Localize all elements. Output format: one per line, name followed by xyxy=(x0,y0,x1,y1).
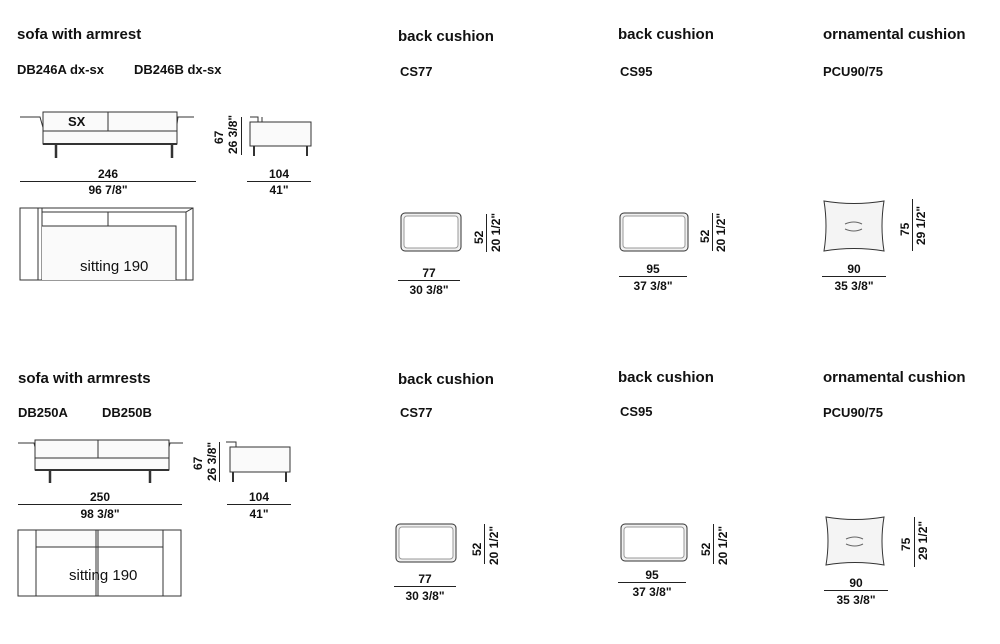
cushion4-w-cm: 77 xyxy=(418,572,432,586)
cushion3-drawing xyxy=(823,200,885,252)
cushion1-title: back cushion xyxy=(398,28,494,45)
cushion1-h-cm: 52 xyxy=(472,230,486,244)
cushion5-code: CS95 xyxy=(620,404,653,419)
sofa2-sitting-label: sitting 190 xyxy=(69,567,138,584)
cushion2-code: CS95 xyxy=(620,64,653,79)
cushion2-h-in: 20 1/2" xyxy=(714,212,728,252)
cushion4-drawing xyxy=(395,523,457,563)
cushion2-title: back cushion xyxy=(618,26,714,43)
sofa-depth-cm: 104 xyxy=(268,167,290,181)
sofa-width-cm: 246 xyxy=(97,167,119,181)
cushion1-h-in: 20 1/2" xyxy=(489,212,503,252)
cushion3-w-in: 35 3/8" xyxy=(834,279,874,293)
sofa-front-drawing xyxy=(20,111,194,158)
cushion5-h-cm: 52 xyxy=(699,542,713,556)
cushion6-title: ornamental cushion xyxy=(823,369,966,386)
sofa-side-drawing xyxy=(249,116,312,156)
sofa-height-cm: 67 xyxy=(212,130,226,144)
sofa2-width-in: 98 3/8" xyxy=(80,507,120,521)
cushion1-code: CS77 xyxy=(400,64,433,79)
cushion6-h-in: 29 1/2" xyxy=(916,520,930,560)
cushion2-h-cm: 52 xyxy=(698,229,712,243)
sofa2-code-b: DB250B xyxy=(102,405,152,420)
sofa-code-a: DB246A dx-sx xyxy=(17,62,104,77)
sofa2-width-cm: 250 xyxy=(89,490,111,504)
cushion1-w-in: 30 3/8" xyxy=(409,283,449,297)
sofa2-plan-drawing xyxy=(17,529,182,597)
sofa2-code-a: DB250A xyxy=(18,405,68,420)
sofa-width-in: 96 7/8" xyxy=(88,183,128,197)
cushion2-w-in: 37 3/8" xyxy=(633,279,673,293)
cushion6-code: PCU90/75 xyxy=(823,405,883,420)
cushion3-code: PCU90/75 xyxy=(823,64,883,79)
cushion3-h-cm: 75 xyxy=(898,222,912,236)
cushion1-w-cm: 77 xyxy=(422,266,436,280)
sofa-sitting-label: sitting 190 xyxy=(80,258,149,275)
sofa2-side-drawing xyxy=(226,441,291,482)
cushion6-h-cm: 75 xyxy=(899,537,913,551)
cushion4-w-in: 30 3/8" xyxy=(405,589,445,603)
sofa-depth-in: 41" xyxy=(269,183,289,197)
sofa2-depth-cm: 104 xyxy=(248,490,270,504)
cushion6-w-in: 35 3/8" xyxy=(836,593,876,607)
sofa-armrests-title: sofa with armrests xyxy=(18,370,151,387)
cushion1-drawing xyxy=(400,212,462,252)
cushion3-h-in: 29 1/2" xyxy=(914,205,928,245)
sofa-plan-drawing xyxy=(19,207,194,281)
cushion4-h-cm: 52 xyxy=(470,542,484,556)
cushion6-drawing xyxy=(825,516,885,566)
cushion2-drawing xyxy=(619,212,689,252)
sofa2-height-in: 26 3/8" xyxy=(205,441,219,481)
cushion3-title: ornamental cushion xyxy=(823,26,966,43)
sofa2-front-drawing xyxy=(18,439,183,483)
cushion5-w-in: 37 3/8" xyxy=(632,585,672,599)
sofa-height-in: 26 3/8" xyxy=(226,114,240,154)
cushion3-w-cm: 90 xyxy=(847,262,861,276)
sofa2-height-cm: 67 xyxy=(191,456,205,470)
cushion2-w-cm: 95 xyxy=(646,262,660,276)
cushion5-h-in: 20 1/2" xyxy=(716,525,730,565)
cushion6-w-cm: 90 xyxy=(849,576,863,590)
cushion4-code: CS77 xyxy=(400,405,433,420)
cushion4-h-in: 20 1/2" xyxy=(487,525,501,565)
side-label: SX xyxy=(68,114,86,129)
sofa-armrest-title: sofa with armrest xyxy=(17,26,142,43)
sofa-code-b: DB246B dx-sx xyxy=(134,62,222,77)
cushion5-title: back cushion xyxy=(618,369,714,386)
sofa2-depth-in: 41" xyxy=(249,507,269,521)
cushion4-title: back cushion xyxy=(398,371,494,388)
cushion5-w-cm: 95 xyxy=(645,568,659,582)
cushion5-drawing xyxy=(620,523,688,562)
